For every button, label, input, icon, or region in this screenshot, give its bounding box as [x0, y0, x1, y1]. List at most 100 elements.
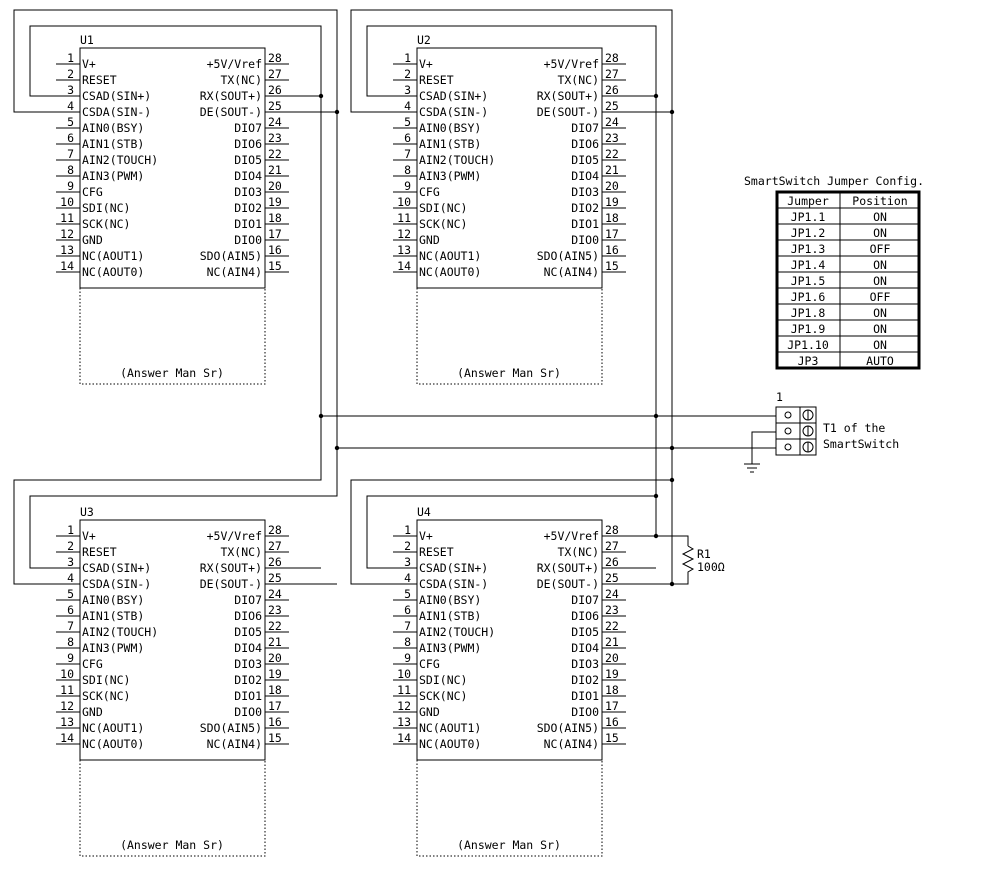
- pin-number: 16: [605, 243, 619, 257]
- terminal-block: 1 T1 of the SmartSwitch: [775, 390, 899, 456]
- pin-label: SDO(AIN5): [200, 721, 262, 735]
- pin-label: RESET: [82, 73, 117, 87]
- pin-number: 7: [67, 147, 74, 161]
- pin-number: 19: [605, 667, 619, 681]
- junction-dot: [653, 413, 659, 419]
- pin-number: 23: [268, 603, 282, 617]
- resistor-value: 100Ω: [697, 560, 725, 574]
- pin-label: AIN2(TOUCH): [419, 625, 495, 639]
- terminal-contact: [784, 427, 792, 435]
- pin-number: 24: [605, 115, 619, 129]
- pin-label: DIO4: [234, 641, 262, 655]
- pin-label: SDO(AIN5): [200, 249, 262, 263]
- pin-number: 15: [605, 259, 619, 273]
- pin-number: 25: [605, 571, 619, 585]
- pin-number: 24: [605, 587, 619, 601]
- pin-number: 28: [268, 523, 282, 537]
- pin-label: CFG: [419, 185, 440, 199]
- pin-label: DIO5: [571, 625, 599, 639]
- table-cell-position: ON: [873, 226, 887, 240]
- pin-number: 17: [268, 699, 282, 713]
- pin-number: 26: [605, 83, 619, 97]
- chip-body: [79, 519, 266, 761]
- pin-label: DIO5: [234, 153, 262, 167]
- chip-body: [416, 47, 603, 289]
- pin-label: DIO6: [234, 609, 262, 623]
- pin-label: DIO4: [571, 641, 599, 655]
- table-cell-jumper: JP1.4: [791, 258, 826, 272]
- pin-number: 2: [67, 67, 74, 81]
- pin-label: CSAD(SIN+): [82, 89, 151, 103]
- pin-label: +5V/Vref: [207, 57, 262, 71]
- pin-number: 18: [605, 683, 619, 697]
- pin-number: 1: [67, 51, 74, 65]
- pin-number: 8: [67, 635, 74, 649]
- pin-number: 25: [268, 571, 282, 585]
- pin-number: 21: [268, 163, 282, 177]
- pin-number: 8: [404, 163, 411, 177]
- junction-dot: [653, 533, 659, 539]
- pin-label: CSDA(SIN-): [82, 105, 151, 119]
- pin-label: AIN1(STB): [419, 137, 481, 151]
- pin-number: 13: [60, 243, 74, 257]
- terminal-caption-line1: T1 of the: [823, 421, 885, 435]
- pin-number: 18: [605, 211, 619, 225]
- terminal-contact: [784, 443, 792, 451]
- pin-number: 23: [605, 603, 619, 617]
- table-cell-jumper: JP1.5: [791, 274, 826, 288]
- pin-number: 3: [67, 555, 74, 569]
- pin-label: DIO3: [571, 185, 599, 199]
- terminal-pin-label: 1: [776, 390, 783, 404]
- table-cell-position: ON: [873, 322, 887, 336]
- pin-number: 16: [268, 715, 282, 729]
- pin-number: 27: [268, 67, 282, 81]
- pin-label: AIN1(STB): [82, 609, 144, 623]
- pin-label: DIO7: [234, 593, 262, 607]
- pin-label: SCK(NC): [419, 689, 467, 703]
- pin-label: RX(SOUT+): [200, 89, 262, 103]
- table-cell-position: ON: [873, 306, 887, 320]
- pins-right: 28+5V/Vref27TX(NC)26RX(SOUT+)25DE(SOUT-)…: [200, 523, 289, 751]
- pin-number: 18: [268, 211, 282, 225]
- pin-label: SDO(AIN5): [537, 249, 599, 263]
- pin-number: 28: [268, 51, 282, 65]
- pin-number: 6: [67, 131, 74, 145]
- pin-label: CSDA(SIN-): [82, 577, 151, 591]
- junction-dot: [318, 93, 324, 99]
- pin-label: GND: [419, 705, 440, 719]
- pin-number: 14: [60, 731, 74, 745]
- pin-number: 10: [397, 667, 411, 681]
- pin-label: DIO2: [234, 201, 262, 215]
- table-cell-position: OFF: [870, 242, 891, 256]
- pin-number: 6: [404, 131, 411, 145]
- pin-number: 11: [60, 211, 74, 225]
- pin-number: 8: [67, 163, 74, 177]
- pin-label: GND: [419, 233, 440, 247]
- pin-label: RESET: [82, 545, 117, 559]
- pin-label: DIO7: [571, 593, 599, 607]
- pin-number: 28: [605, 523, 619, 537]
- table-cell-position: ON: [873, 258, 887, 272]
- pin-label: DIO1: [571, 217, 599, 231]
- chip-name: (Answer Man Sr): [120, 838, 224, 852]
- pin-label: SCK(NC): [82, 689, 130, 703]
- pin-number: 11: [397, 211, 411, 225]
- junction-dot: [318, 413, 324, 419]
- pin-label: DIO5: [571, 153, 599, 167]
- pin-number: 15: [268, 731, 282, 745]
- pin-label: RX(SOUT+): [537, 561, 599, 575]
- pin-number: 25: [605, 99, 619, 113]
- pin-number: 17: [605, 699, 619, 713]
- chip-ref: U2: [417, 33, 431, 47]
- pin-number: 21: [605, 163, 619, 177]
- pin-number: 5: [67, 587, 74, 601]
- pin-number: 4: [67, 571, 74, 585]
- pin-label: NC(AOUT0): [82, 737, 144, 751]
- jumper-table-title: SmartSwitch Jumper Config.: [744, 174, 924, 188]
- pin-label: DIO7: [234, 121, 262, 135]
